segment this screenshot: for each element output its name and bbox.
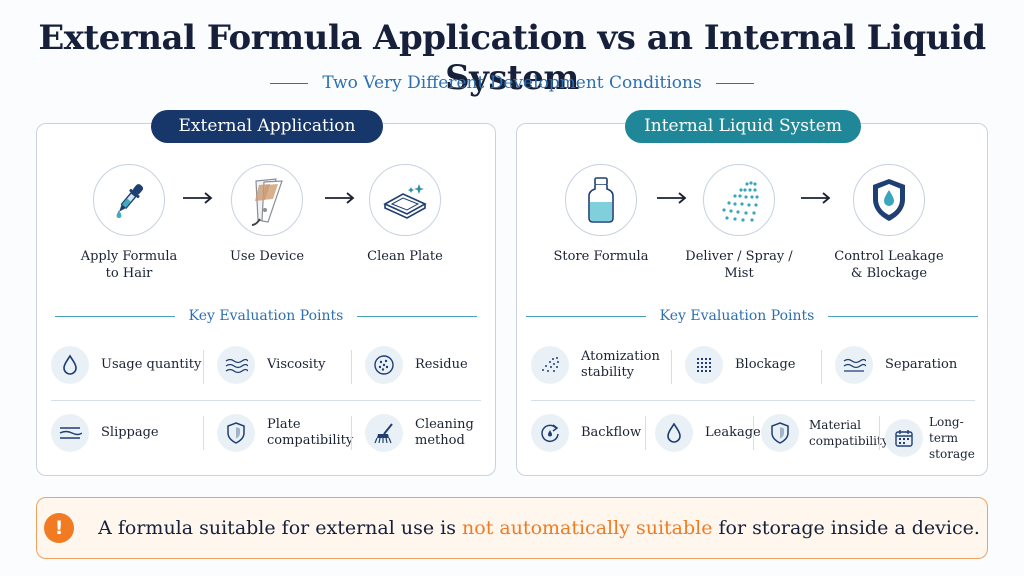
eval-label: Separation bbox=[885, 357, 958, 372]
external-evaluation-title: Key Evaluation Points bbox=[37, 308, 495, 324]
evaluation-title-text: Key Evaluation Points bbox=[188, 308, 344, 324]
arrow-right-icon bbox=[325, 192, 355, 204]
eval-label: Long-term storage bbox=[929, 414, 987, 462]
eval-label: Usage quantity bbox=[101, 357, 202, 372]
eval-label: Backflow bbox=[581, 425, 642, 440]
shield-icon bbox=[761, 414, 799, 452]
step-apply-formula: Apply Formula to Hair bbox=[69, 164, 189, 282]
eval-label-line: storage bbox=[929, 447, 975, 461]
eval-label-line: Plate bbox=[267, 417, 301, 432]
internal-liquid-system-panel: Internal Liquid System Store Formula bbox=[516, 110, 988, 476]
dropper-icon bbox=[93, 164, 165, 236]
banner-highlight: not automatically suitable bbox=[462, 517, 713, 539]
shield-drop-icon bbox=[853, 164, 925, 236]
page-title: External Formula Application vs an Inter… bbox=[38, 18, 986, 98]
step-label: Control Leakage bbox=[834, 249, 944, 264]
step-clean-plate: Clean Plate bbox=[345, 164, 465, 265]
clean-plate-icon bbox=[369, 164, 441, 236]
grid-icon bbox=[685, 346, 723, 384]
slippage-icon bbox=[51, 414, 89, 452]
warning-icon: ! bbox=[44, 513, 75, 543]
step-store-formula: Store Formula bbox=[541, 164, 661, 265]
step-label: & Blockage bbox=[850, 266, 928, 281]
eval-blockage: Blockage bbox=[685, 346, 795, 384]
eval-label-line: stability bbox=[581, 365, 635, 380]
eval-label: Blockage bbox=[735, 357, 796, 372]
eval-residue: Residue bbox=[365, 346, 468, 384]
eval-label-line: method bbox=[415, 433, 465, 448]
step-label: to Hair bbox=[105, 266, 153, 281]
shield-icon bbox=[217, 414, 255, 452]
drop-icon bbox=[51, 346, 89, 384]
arrow-right-icon bbox=[801, 192, 831, 204]
eval-label-line: compatibility bbox=[267, 433, 354, 448]
eval-label-line: compatibility bbox=[809, 434, 889, 448]
spray-icon bbox=[531, 346, 569, 384]
banner-text: A formula suitable for external use is n… bbox=[98, 517, 980, 539]
eval-label-line: Atomization bbox=[581, 349, 660, 364]
spray-icon bbox=[703, 164, 775, 236]
eval-separation: Separation bbox=[835, 346, 957, 384]
external-header: External Application bbox=[151, 110, 383, 143]
eval-slippage: Slippage bbox=[51, 414, 159, 452]
eval-label: Viscosity bbox=[267, 357, 326, 372]
hair-straightener-icon bbox=[231, 164, 303, 236]
residue-icon bbox=[365, 346, 403, 384]
eval-label: Leakage bbox=[705, 425, 761, 440]
step-label: Deliver / Spray / Mist bbox=[685, 249, 793, 281]
banner-text-after: for storage inside a device. bbox=[712, 517, 980, 539]
step-label: Store Formula bbox=[553, 249, 649, 264]
external-application-panel: External Application Apply Formula to Hai… bbox=[36, 110, 496, 476]
eval-viscosity: Viscosity bbox=[217, 346, 326, 384]
step-use-device: Use Device bbox=[207, 164, 327, 265]
waves-icon bbox=[217, 346, 255, 384]
eval-label-line: Material bbox=[809, 418, 861, 432]
eval-label: Slippage bbox=[101, 425, 159, 440]
eval-label-line: Cleaning bbox=[415, 417, 474, 432]
step-deliver-spray: Deliver / Spray / Mist bbox=[679, 164, 799, 282]
eval-usage-quantity: Usage quantity bbox=[51, 346, 201, 384]
step-label: Apply Formula bbox=[80, 249, 178, 264]
subtitle-text: Two Very Different Development Condition… bbox=[322, 73, 702, 93]
eval-backflow: Backflow bbox=[531, 414, 641, 452]
arrow-right-icon bbox=[183, 192, 213, 204]
eval-leakage: Leakage bbox=[655, 414, 761, 452]
eval-label: Material compatibility bbox=[809, 417, 889, 449]
eval-label-line: Long-term bbox=[929, 415, 964, 445]
calendar-icon bbox=[885, 419, 923, 457]
banner-text-before: A formula suitable for external use is bbox=[98, 517, 463, 539]
waves-icon bbox=[835, 346, 873, 384]
step-control-leakage: Control Leakage & Blockage bbox=[829, 164, 949, 282]
step-label: Clean Plate bbox=[367, 249, 443, 264]
eval-long-term-storage: Long-term storage bbox=[885, 414, 987, 462]
arrow-right-icon bbox=[657, 192, 687, 204]
page-subtitle: Two Very Different Development Condition… bbox=[0, 73, 1024, 93]
backflow-icon bbox=[531, 414, 569, 452]
drop-icon bbox=[655, 414, 693, 452]
eval-label: Residue bbox=[415, 357, 468, 372]
warning-banner: ! A formula suitable for external use is… bbox=[36, 497, 988, 559]
internal-header: Internal Liquid System bbox=[625, 110, 861, 143]
eval-material-compatibility: Material compatibility bbox=[761, 414, 889, 452]
step-label: Use Device bbox=[229, 249, 305, 264]
internal-evaluation-title: Key Evaluation Points bbox=[517, 308, 987, 324]
evaluation-title-text: Key Evaluation Points bbox=[659, 308, 815, 324]
brush-icon bbox=[365, 414, 403, 452]
bottle-icon bbox=[565, 164, 637, 236]
